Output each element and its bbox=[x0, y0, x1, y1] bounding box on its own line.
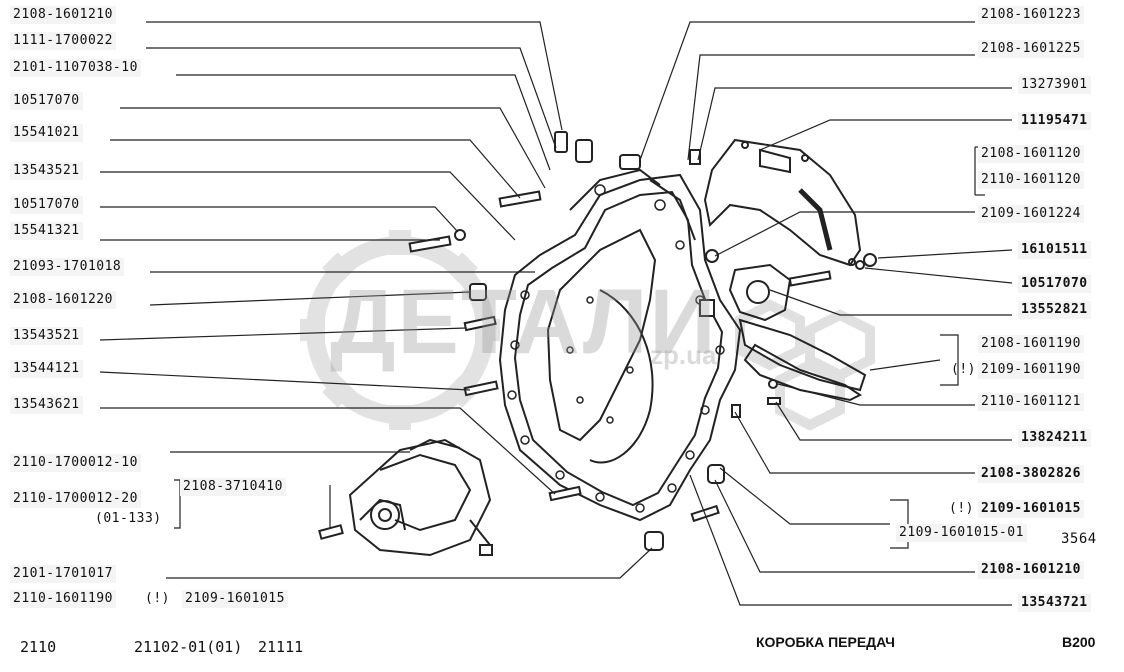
part-number-label[interactable]: 10517070 bbox=[10, 196, 83, 214]
shield-plates bbox=[738, 318, 867, 402]
leader-lines bbox=[99, 21, 1013, 606]
part-number-label[interactable]: 13543521 bbox=[10, 162, 83, 180]
part-number-label[interactable]: 2101-1701017 bbox=[10, 565, 116, 583]
bearing-flange bbox=[728, 263, 792, 322]
housing-bolt-holes bbox=[507, 184, 725, 513]
part-number-label[interactable]: 10517070 bbox=[10, 92, 83, 110]
drawing-number: 3564 bbox=[1061, 531, 1097, 547]
gearbox-assembly bbox=[318, 438, 493, 557]
part-number-label[interactable]: 13543721 bbox=[1018, 594, 1091, 612]
model-code: 21102-01(01) bbox=[134, 638, 243, 656]
part-number-label[interactable]: 13543521 bbox=[10, 327, 83, 345]
part-number-label[interactable]: 2110-1601121 bbox=[978, 393, 1084, 411]
part-number-label[interactable]: 10517070 bbox=[1018, 275, 1091, 293]
part-number-label[interactable]: 2108-3710410 bbox=[180, 478, 286, 496]
part-number-label[interactable]: 2108-1601210 bbox=[10, 6, 116, 24]
watermark-gear-icon bbox=[300, 230, 500, 430]
watermark-domain: zp.ua bbox=[650, 340, 717, 370]
part-number-label[interactable]: 13552821 bbox=[1018, 301, 1091, 319]
attention-mark: (!) bbox=[951, 362, 976, 377]
part-number-label[interactable]: 2109-1601015-01 bbox=[896, 524, 1027, 542]
watermark-brand: ДЕТАЛИ bbox=[330, 271, 718, 373]
part-number-label[interactable]: 2108-1601120 bbox=[978, 145, 1084, 163]
part-number-label[interactable]: 15541021 bbox=[10, 124, 83, 142]
part-number-label[interactable]: 2101-1107038-10 bbox=[10, 59, 141, 77]
part-number-label[interactable]: 2109-1601224 bbox=[978, 205, 1084, 223]
part-number-label[interactable]: 13543621 bbox=[10, 396, 83, 414]
attention-mark: (!) bbox=[949, 501, 974, 516]
clutch-housing bbox=[498, 168, 742, 522]
part-number-label[interactable]: 2110-1601120 bbox=[978, 171, 1084, 189]
part-number-label[interactable]: 2110-1601190 bbox=[10, 590, 116, 608]
model-code: 2110 bbox=[20, 638, 57, 656]
small-parts bbox=[408, 131, 877, 551]
cover-plate bbox=[703, 138, 862, 267]
part-number-label[interactable]: 2108-3802826 bbox=[978, 465, 1084, 483]
part-number-label[interactable]: 2109-1601015 bbox=[978, 500, 1084, 518]
part-number-label[interactable]: 2110-1700012-20 bbox=[10, 490, 141, 508]
part-number-label[interactable]: 16101511 bbox=[1018, 241, 1091, 259]
page-code: B200 bbox=[1062, 634, 1096, 650]
part-number-label[interactable]: 2109-1601015 bbox=[182, 590, 288, 608]
part-number-label[interactable]: 2108-1601210 bbox=[978, 561, 1084, 579]
part-number-label[interactable]: 2110-1700012-10 bbox=[10, 454, 141, 472]
model-code: 21111 bbox=[258, 638, 304, 656]
part-number-label[interactable]: 2109-1601190 bbox=[978, 361, 1084, 379]
part-number-label[interactable]: 2108-1601225 bbox=[978, 40, 1084, 58]
part-number-label[interactable]: 11195471 bbox=[1018, 112, 1091, 130]
part-number-label[interactable]: 13544121 bbox=[10, 360, 83, 378]
part-number-label[interactable]: 21093-1701018 bbox=[10, 258, 125, 276]
part-number-label[interactable]: 15541321 bbox=[10, 222, 83, 240]
watermark-hexagons bbox=[735, 299, 875, 431]
part-note-label: (01-133) bbox=[95, 511, 162, 526]
part-number-label[interactable]: 2108-1601190 bbox=[978, 335, 1084, 353]
attention-mark: (!) bbox=[145, 591, 170, 606]
section-title: КОРОБКА ПЕРЕДАЧ bbox=[756, 634, 896, 650]
part-number-label[interactable]: 2108-1601220 bbox=[10, 291, 116, 309]
part-number-label[interactable]: 2108-1601223 bbox=[978, 6, 1084, 24]
part-number-label[interactable]: 13273901 bbox=[1018, 76, 1091, 94]
part-number-label[interactable]: 13824211 bbox=[1018, 429, 1091, 447]
part-number-label[interactable]: 1111-1700022 bbox=[10, 32, 116, 50]
